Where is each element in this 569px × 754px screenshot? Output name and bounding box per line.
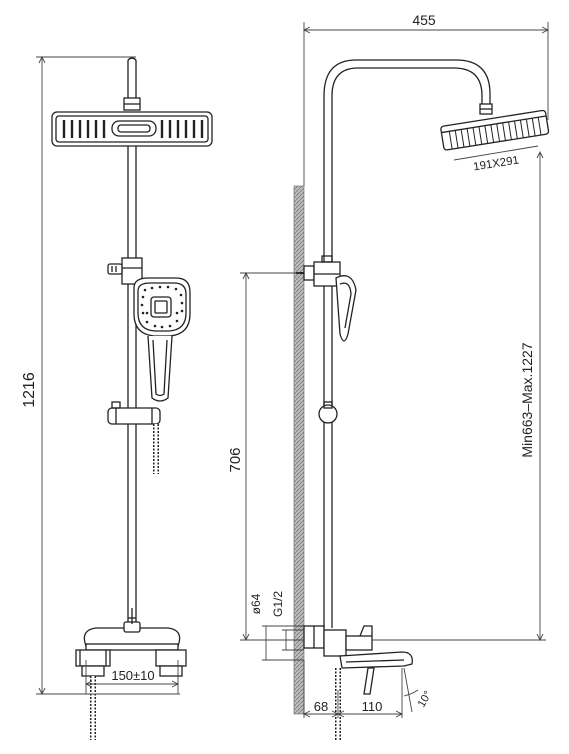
- dimension-head-size: [453, 145, 539, 161]
- label-total-height: 1216: [21, 372, 38, 408]
- dimension-top-width: [302, 22, 550, 186]
- front-view: [51, 57, 213, 740]
- label-centers: 150±10: [111, 668, 154, 683]
- dimension-pipe: [262, 625, 304, 661]
- rain-shower-head: [51, 111, 213, 147]
- label-spout-angle: 10°: [416, 689, 435, 709]
- hand-shower: [133, 277, 191, 402]
- dimension-centers: [84, 660, 180, 694]
- label-head-size: 191X291: [472, 154, 519, 173]
- mixer-body: [75, 608, 187, 740]
- label-pipe-diameter: ø64: [249, 593, 263, 614]
- dimension-bottom: [302, 660, 419, 718]
- wall-section: [293, 185, 305, 715]
- label-wall-offset: 68: [314, 699, 328, 714]
- label-bracket-height: 706: [227, 447, 244, 472]
- label-adjust-range: Min663–Max.1227: [519, 342, 535, 457]
- side-view: [296, 59, 550, 740]
- label-spout-length: 110: [362, 699, 383, 714]
- rain-shower-head-side: [440, 109, 550, 151]
- label-top-width: 455: [412, 12, 436, 28]
- dimension-adjust-range: [372, 150, 546, 642]
- label-thread: G1/2: [271, 591, 285, 617]
- dimension-bracket-height: [240, 271, 304, 642]
- dimension-total-height: [36, 55, 180, 696]
